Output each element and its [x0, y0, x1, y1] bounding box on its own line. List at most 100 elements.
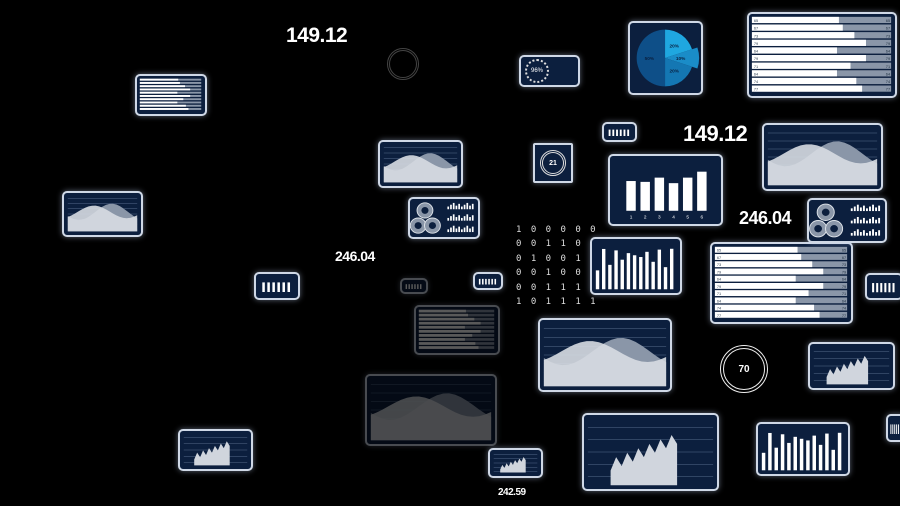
table-value: 71 — [842, 292, 846, 296]
bar-chart-panel — [756, 422, 850, 476]
table-bar — [714, 275, 796, 282]
area-series — [194, 441, 230, 466]
bar — [277, 282, 280, 292]
table-value: 64 — [717, 278, 722, 282]
bar — [405, 284, 408, 289]
bar — [654, 177, 665, 211]
table-bar — [751, 55, 866, 62]
table-value: 64 — [886, 50, 891, 54]
table-bar — [714, 261, 813, 268]
table-bar — [751, 70, 837, 77]
table-bar — [418, 325, 465, 329]
bar — [876, 283, 879, 293]
bar — [616, 129, 618, 136]
mini-bar-panel — [473, 272, 503, 290]
gauge-21: 21 — [540, 150, 566, 176]
table-panel — [414, 305, 500, 355]
table-bar — [139, 91, 178, 94]
table-bar — [139, 108, 189, 110]
bar — [482, 278, 484, 285]
bar — [488, 278, 490, 285]
percent-gauge-panel: 96% — [519, 55, 580, 87]
area-chart-panel — [762, 123, 883, 191]
metric-value: 242.59 — [498, 487, 526, 498]
metric-value: 149.12 — [286, 24, 348, 47]
bar — [761, 452, 766, 471]
table-value: 79 — [754, 42, 758, 46]
bar — [623, 129, 626, 136]
table-bar — [751, 24, 843, 31]
binary-row: 0 0 1 0 0 0 — [516, 268, 596, 278]
table-bar — [139, 78, 179, 81]
table-bar — [139, 104, 186, 107]
table-bar — [751, 85, 863, 92]
table-bar — [418, 346, 479, 349]
table-value: 79 — [842, 285, 846, 289]
bar — [595, 270, 600, 290]
table-value: 74 — [842, 307, 847, 311]
bar — [626, 181, 636, 211]
bar — [494, 278, 497, 285]
binary-row: 0 0 1 1 1 1 — [516, 282, 596, 293]
table-value: 77 — [886, 88, 890, 92]
mini-bar-panel — [865, 273, 900, 300]
area-series — [500, 457, 526, 473]
bar — [491, 278, 493, 285]
table-value: 71 — [886, 65, 890, 69]
table-value: 77 — [754, 88, 758, 92]
bar — [619, 129, 622, 136]
gauge-panel: 21 — [533, 143, 573, 183]
ring-gauge-icon — [387, 48, 419, 80]
area-chart-panel — [365, 374, 497, 446]
bar — [898, 424, 900, 434]
mini-bar-panel — [602, 122, 637, 142]
pie-slice — [636, 29, 666, 87]
mini-bar-panel — [254, 272, 300, 300]
table-value: 77 — [717, 314, 721, 318]
table-bar — [139, 88, 191, 91]
bar — [608, 264, 612, 290]
table-bar — [714, 290, 809, 297]
area-series — [826, 355, 869, 385]
bar — [768, 432, 772, 471]
bar — [799, 438, 804, 471]
bar — [287, 282, 291, 292]
bar — [411, 284, 413, 289]
bar — [282, 282, 285, 292]
table-bar — [418, 330, 481, 333]
bar — [620, 259, 624, 290]
table-value: 64 — [717, 299, 722, 303]
table-value: 79 — [717, 270, 721, 274]
table-value: 79 — [886, 42, 890, 46]
metric-value: 246.04 — [739, 208, 792, 228]
spiky-chart-panel — [178, 429, 253, 471]
bar — [668, 183, 679, 211]
bar — [697, 171, 707, 211]
mini-bar-panel — [400, 278, 428, 294]
area-series — [767, 144, 878, 186]
table-bar — [139, 95, 191, 97]
table-bar — [418, 338, 465, 341]
bar-chart-panel — [590, 237, 682, 295]
table-bar — [751, 62, 851, 69]
bar — [818, 444, 823, 471]
bar — [793, 436, 797, 471]
bar — [787, 442, 791, 471]
table-bar — [139, 98, 184, 101]
bar — [837, 432, 842, 471]
area-chart-panel — [538, 318, 672, 392]
area-series — [67, 205, 138, 232]
bar — [414, 284, 416, 289]
table-value: 67 — [717, 256, 721, 260]
donut-trio-panel — [408, 197, 480, 239]
mini-bar-panel — [886, 414, 900, 442]
bar — [612, 129, 615, 136]
area-series — [610, 434, 678, 486]
bar — [417, 284, 419, 289]
bar — [272, 282, 275, 292]
binary-row: 1 0 1 1 1 1 — [516, 297, 596, 307]
table-bar — [139, 85, 186, 88]
